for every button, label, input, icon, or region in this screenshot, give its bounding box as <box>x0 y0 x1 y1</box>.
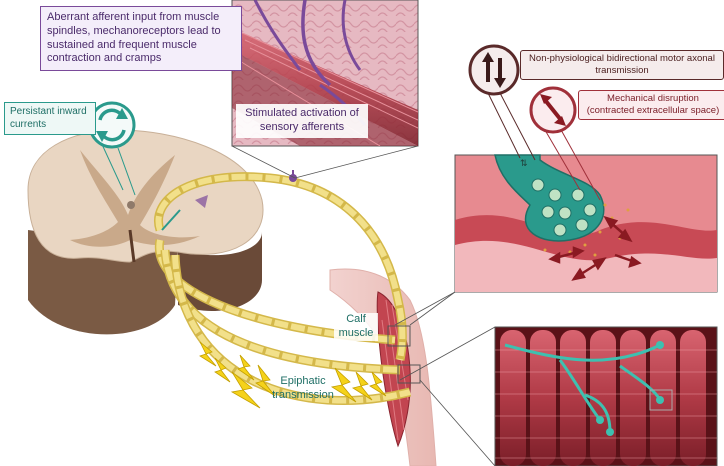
persistant-currents-text: Persistant inward currents <box>10 106 87 130</box>
vertical-double-arrow-icon <box>468 44 536 161</box>
calf-muscle-text: Calf muscle <box>338 313 374 339</box>
non-physiological-label: Non-physiological bidirectional motor ax… <box>520 50 724 80</box>
epiphatic-transmission-text: Epiphatic transmission <box>272 375 334 401</box>
circular-arrows-icon <box>88 101 136 196</box>
nerve-fibers <box>154 170 412 406</box>
muscle-fiber-panel <box>494 326 718 466</box>
stimulated-activation-label: Stimulated activation of sensory afferen… <box>236 104 368 138</box>
neuromuscular-junction-panel: ⇅ <box>454 154 718 293</box>
aberrant-input-label: Aberrant afferent input from muscle spin… <box>40 6 242 71</box>
persistant-currents-label: Persistant inward currents <box>4 102 96 135</box>
diagonal-double-arrow-icon <box>529 86 601 201</box>
svg-text:⇅: ⇅ <box>520 159 528 169</box>
non-physiological-text: Non-physiological bidirectional motor ax… <box>529 53 715 76</box>
mechanical-disruption-label: Mechanical disruption (contracted extrac… <box>578 90 724 120</box>
connector-lines <box>231 145 496 466</box>
epiphatic-transmission-label: Epiphatic transmission <box>266 375 340 403</box>
aberrant-input-text: Aberrant afferent input from muscle spin… <box>47 11 221 65</box>
stimulated-activation-text: Stimulated activation of sensory afferen… <box>245 107 359 133</box>
spinal-cord <box>27 129 264 335</box>
mechanical-disruption-text: Mechanical disruption (contracted extrac… <box>586 93 720 116</box>
lightning-bolt-icon <box>199 341 387 409</box>
calf-muscle-label: Calf muscle <box>334 313 378 341</box>
